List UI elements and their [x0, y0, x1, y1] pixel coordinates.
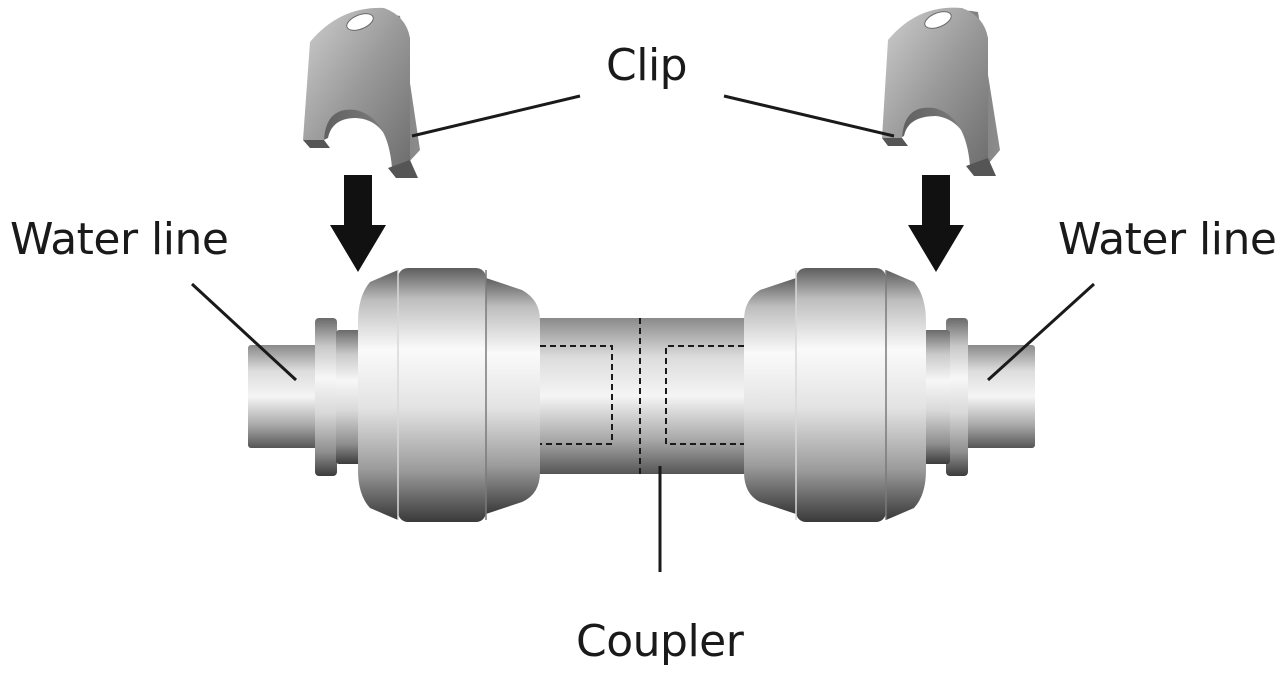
leader-line-water-right	[986, 282, 1096, 382]
water-line-tube-left	[248, 345, 328, 448]
water-line-label-right: Water line	[1058, 214, 1277, 265]
leader-line-clip-left	[411, 94, 581, 138]
inserted-tube-outline-right	[665, 345, 744, 445]
clip-label: Clip	[606, 40, 688, 91]
arrow-down-icon	[908, 175, 964, 272]
collet-ring-right	[924, 318, 968, 476]
leader-line-water-left	[190, 282, 298, 382]
coupler-center-tube	[530, 318, 755, 474]
water-line-tube-right	[958, 345, 1035, 448]
clip-icon	[303, 7, 420, 178]
collet-ring-left	[315, 318, 362, 476]
leader-line-clip-right	[723, 94, 895, 138]
coupler-body-left	[358, 268, 540, 522]
coupler-label: Coupler	[576, 616, 744, 667]
inserted-tube-outline-left	[540, 345, 613, 445]
clip-icon	[882, 7, 1000, 176]
arrow-down-icon	[330, 175, 386, 272]
water-line-label-left: Water line	[10, 214, 229, 265]
coupler-body-right	[744, 268, 926, 522]
